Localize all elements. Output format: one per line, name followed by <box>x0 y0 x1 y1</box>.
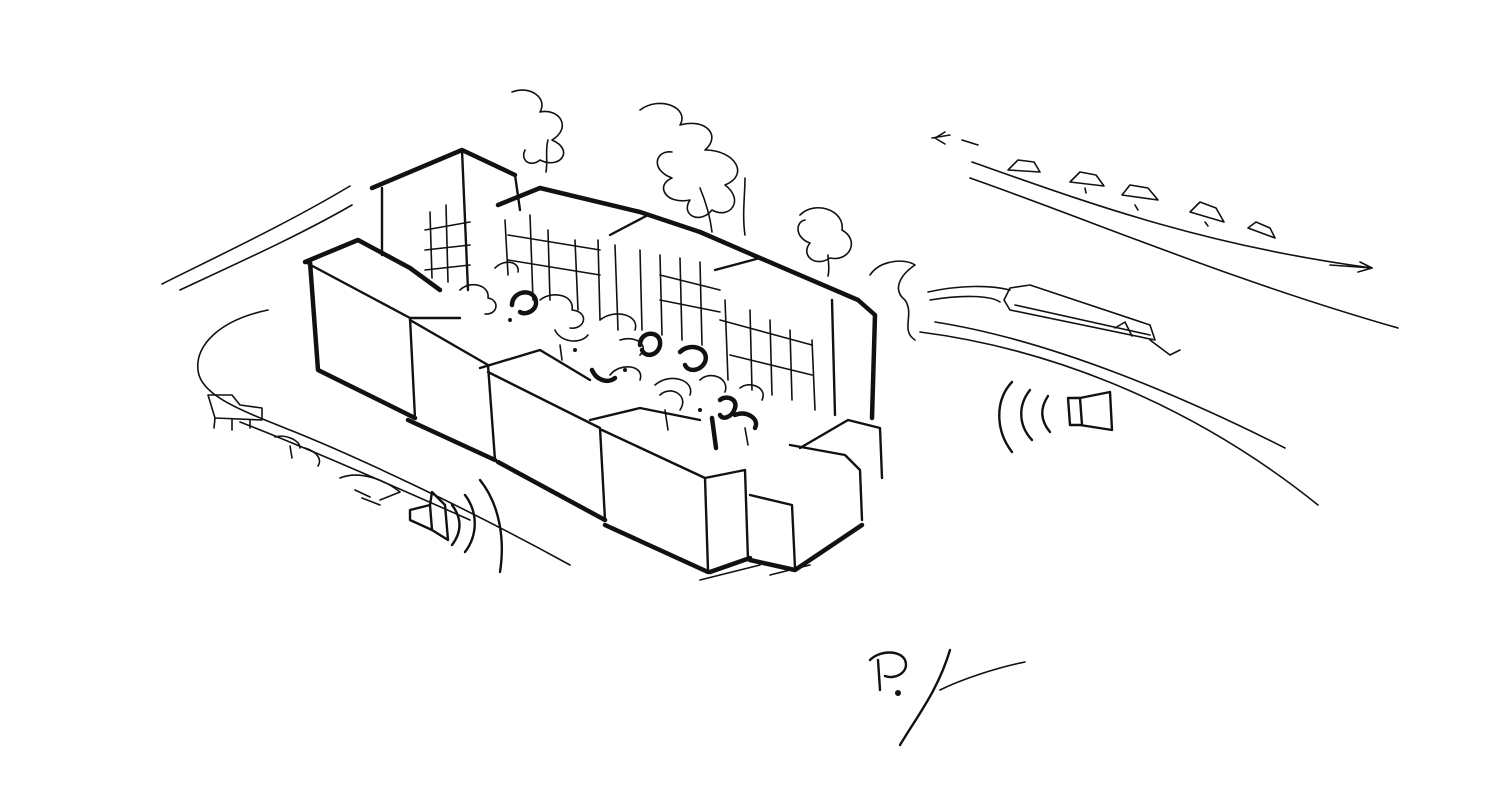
noise-speaker-icon <box>998 380 1114 454</box>
noise-speaker-icon <box>408 478 503 574</box>
artist-signature <box>868 648 1026 747</box>
courtyard-tree-scribbles <box>459 261 764 451</box>
tree-scribbles <box>511 89 916 341</box>
perimeter-block-building <box>302 147 884 581</box>
road-left-with-vehicles <box>161 185 571 566</box>
tram-train <box>919 284 1319 506</box>
road-with-cars <box>931 131 1399 329</box>
